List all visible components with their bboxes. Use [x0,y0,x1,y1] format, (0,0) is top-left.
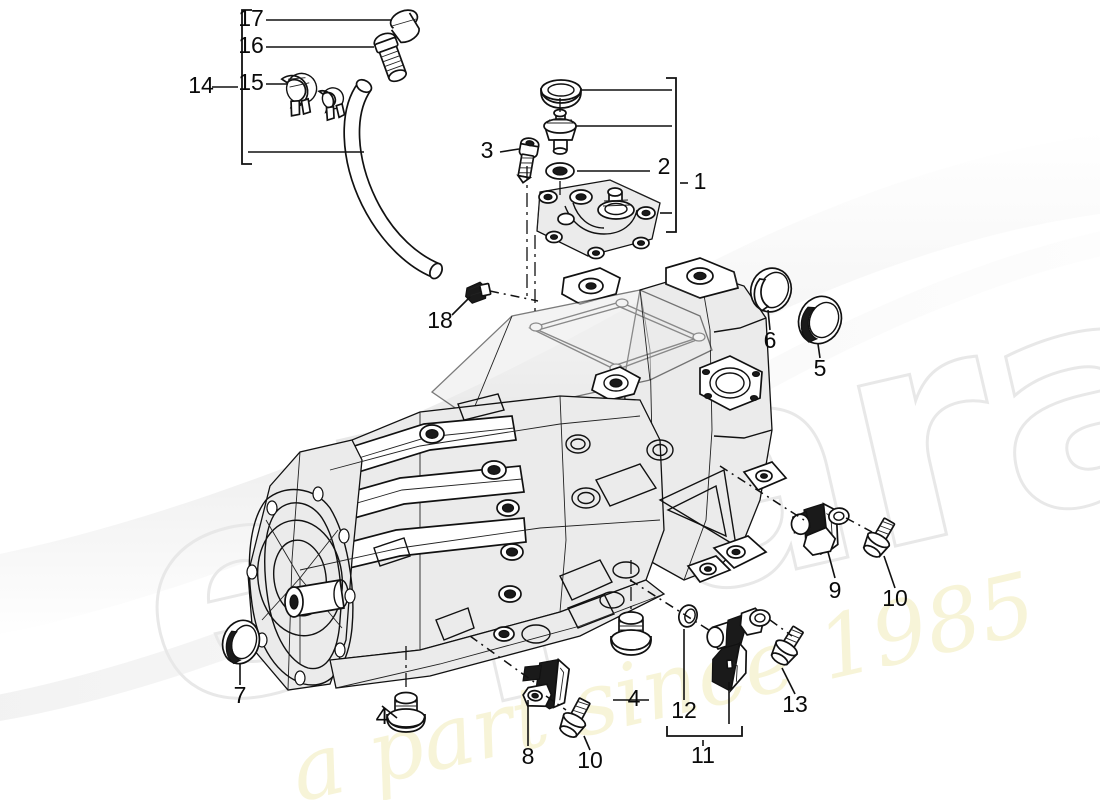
bracket-group-14 [212,9,252,165]
gearbox-housing [246,257,788,691]
part-7-seal-ring [221,619,261,665]
part-4-drain-plug-right [610,611,652,656]
leader-10-upper [883,555,896,589]
part-1-top-seal-ring [540,79,582,109]
leader-13 [781,667,796,695]
part-8-switch [522,657,571,710]
part-18-retaining-clip [465,281,492,304]
cover-plate-boss [597,187,635,220]
callout-6: 6 [764,327,777,353]
callout-10-lower: 10 [577,747,603,773]
part-16-breather-fitting [373,32,408,83]
part-14-breather-hose [343,78,443,280]
callout-1: 1 [694,168,707,194]
callout-2: 2 [658,153,671,179]
housing-shaft-bosses [419,424,524,642]
leader-18 [451,296,471,316]
part-1-valve-plunger [543,108,578,155]
callout-14: 14 [188,72,214,98]
leader-3 [499,148,520,153]
bracket-group-11 [666,726,743,746]
leader-4-left [381,705,398,719]
leaderdash-11 [629,579,713,633]
callout-18: 18 [427,307,453,333]
callout-15: 15 [238,69,264,95]
swoosh-band-lower [0,231,1100,722]
leaderdash-10-upper [845,517,873,533]
part-13-bolt [770,625,804,666]
callout-16: 16 [238,32,264,58]
leader-6 [767,309,771,331]
callout-9: 9 [829,577,842,603]
leaderdash-18 [489,290,539,302]
callout-10-upper: 10 [882,585,908,611]
leaderdash-10-lower [545,695,567,711]
callout-5: 5 [814,355,827,381]
part-4-drain-plug-left [386,691,426,733]
part-2-seal-ring [545,162,575,180]
housing-side-port [699,355,763,411]
bracket-group-1 [666,77,688,233]
callout-4-right: 4 [628,685,641,711]
housing-upper-port [591,366,642,401]
callout-12: 12 [671,697,697,723]
callout-8: 8 [522,743,535,769]
callout-4-left: 4 [376,703,389,729]
leader-5 [817,343,821,359]
part-15-hose-clamps [280,72,346,122]
part-17-cap [389,9,420,44]
callout-17: 17 [238,5,264,31]
leaderdash-8 [469,635,535,683]
part-1-cover-plate [536,179,661,260]
callout-11: 11 [691,742,715,768]
leader-10-lower [583,735,591,751]
callout-7: 7 [234,682,247,708]
part-11-speed-sensor [706,607,771,694]
leader-9 [827,551,836,579]
part-9-switch-bracket [790,502,850,557]
part-5-seal-ring [797,295,843,345]
leaderdash-13 [769,619,793,637]
part-10-bolt-upper [862,517,896,558]
housing-rear-bores [521,434,674,644]
leaderdash-9 [719,465,805,521]
callout-13: 13 [782,691,808,717]
part-6-seal-ring [749,267,793,313]
part-10-bolt-lower [558,697,591,738]
callout-3: 3 [481,137,494,163]
